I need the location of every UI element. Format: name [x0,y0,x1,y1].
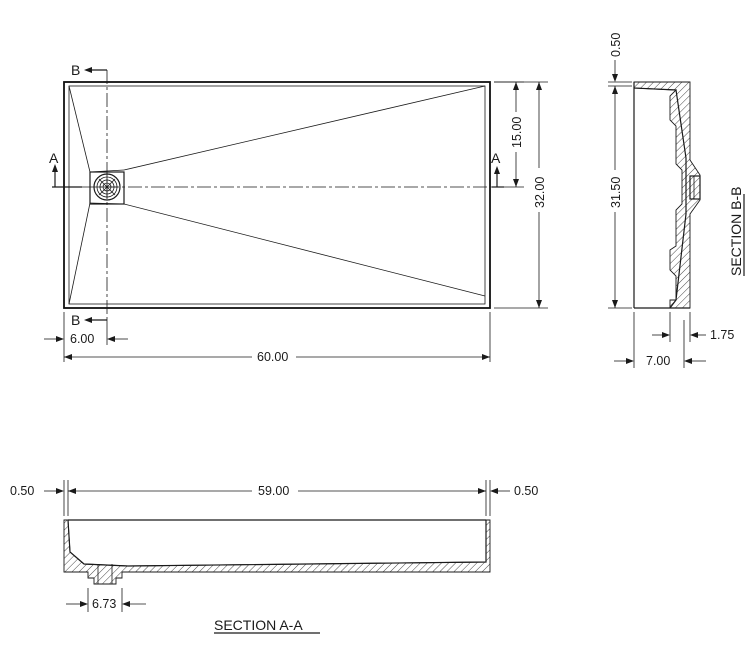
dim-drain-center: 15.00 [494,81,524,188]
dim-drain-text: 6.73 [92,597,116,611]
section-aa-drain-icon [97,564,113,584]
section-bb-title: SECTION B-B [728,187,744,276]
section-bb-inner-surface [633,87,687,309]
dim-inner-length-text: 59.00 [258,484,289,498]
dim-rim: 0.50 [608,33,632,87]
dim-wall-text: 1.75 [710,328,734,342]
dim-drain-center-text: 15.00 [510,117,524,148]
dim-wall: 1.75 [652,312,734,342]
dim-drain-offset: 6.00 [44,312,128,362]
slope-lines [68,85,486,305]
dim-inner-length: 59.00 [68,480,491,516]
section-aa-inner-floor [67,519,487,567]
dim-depth-text: 7.00 [646,354,670,368]
dim-drain-offset-text: 6.00 [70,332,94,346]
section-aa-profile [63,519,491,585]
section-a-label-right: A [491,150,501,166]
dim-rim-text: 0.50 [609,33,623,57]
dim-overall-length: 60.00 [64,312,491,364]
dim-drain: 6.73 [66,588,146,612]
pan-inner-rim [68,85,486,305]
section-aa: 0.50 59.00 0.50 6.73 [10,480,538,634]
section-aa-title: SECTION A-A [214,617,303,633]
pan-outline [63,81,491,309]
dim-height-text: 31.50 [609,177,623,208]
section-bb: 0.50 31.50 1.75 [608,33,745,368]
plan-view: A A B B 6.00 [44,62,548,364]
dim-right-rim: 0.50 [490,484,538,498]
dim-overall-width: 32.00 [494,81,548,309]
dim-right-rim-text: 0.50 [514,484,538,498]
section-a-markers: A A [49,150,504,188]
section-b-label-top: B [71,62,80,78]
dim-overall-length-text: 60.00 [257,350,288,364]
section-bb-drain-icon [689,175,701,200]
dim-height: 31.50 [608,86,632,309]
dim-left-rim: 0.50 [10,480,69,516]
section-b-label-bottom: B [71,312,80,328]
dim-left-rim-text: 0.50 [10,484,34,498]
section-a-label-left: A [49,150,59,166]
dim-overall-width-text: 32.00 [533,177,547,208]
dim-depth: 7.00 [614,312,706,368]
section-b-markers: B B [71,62,107,328]
